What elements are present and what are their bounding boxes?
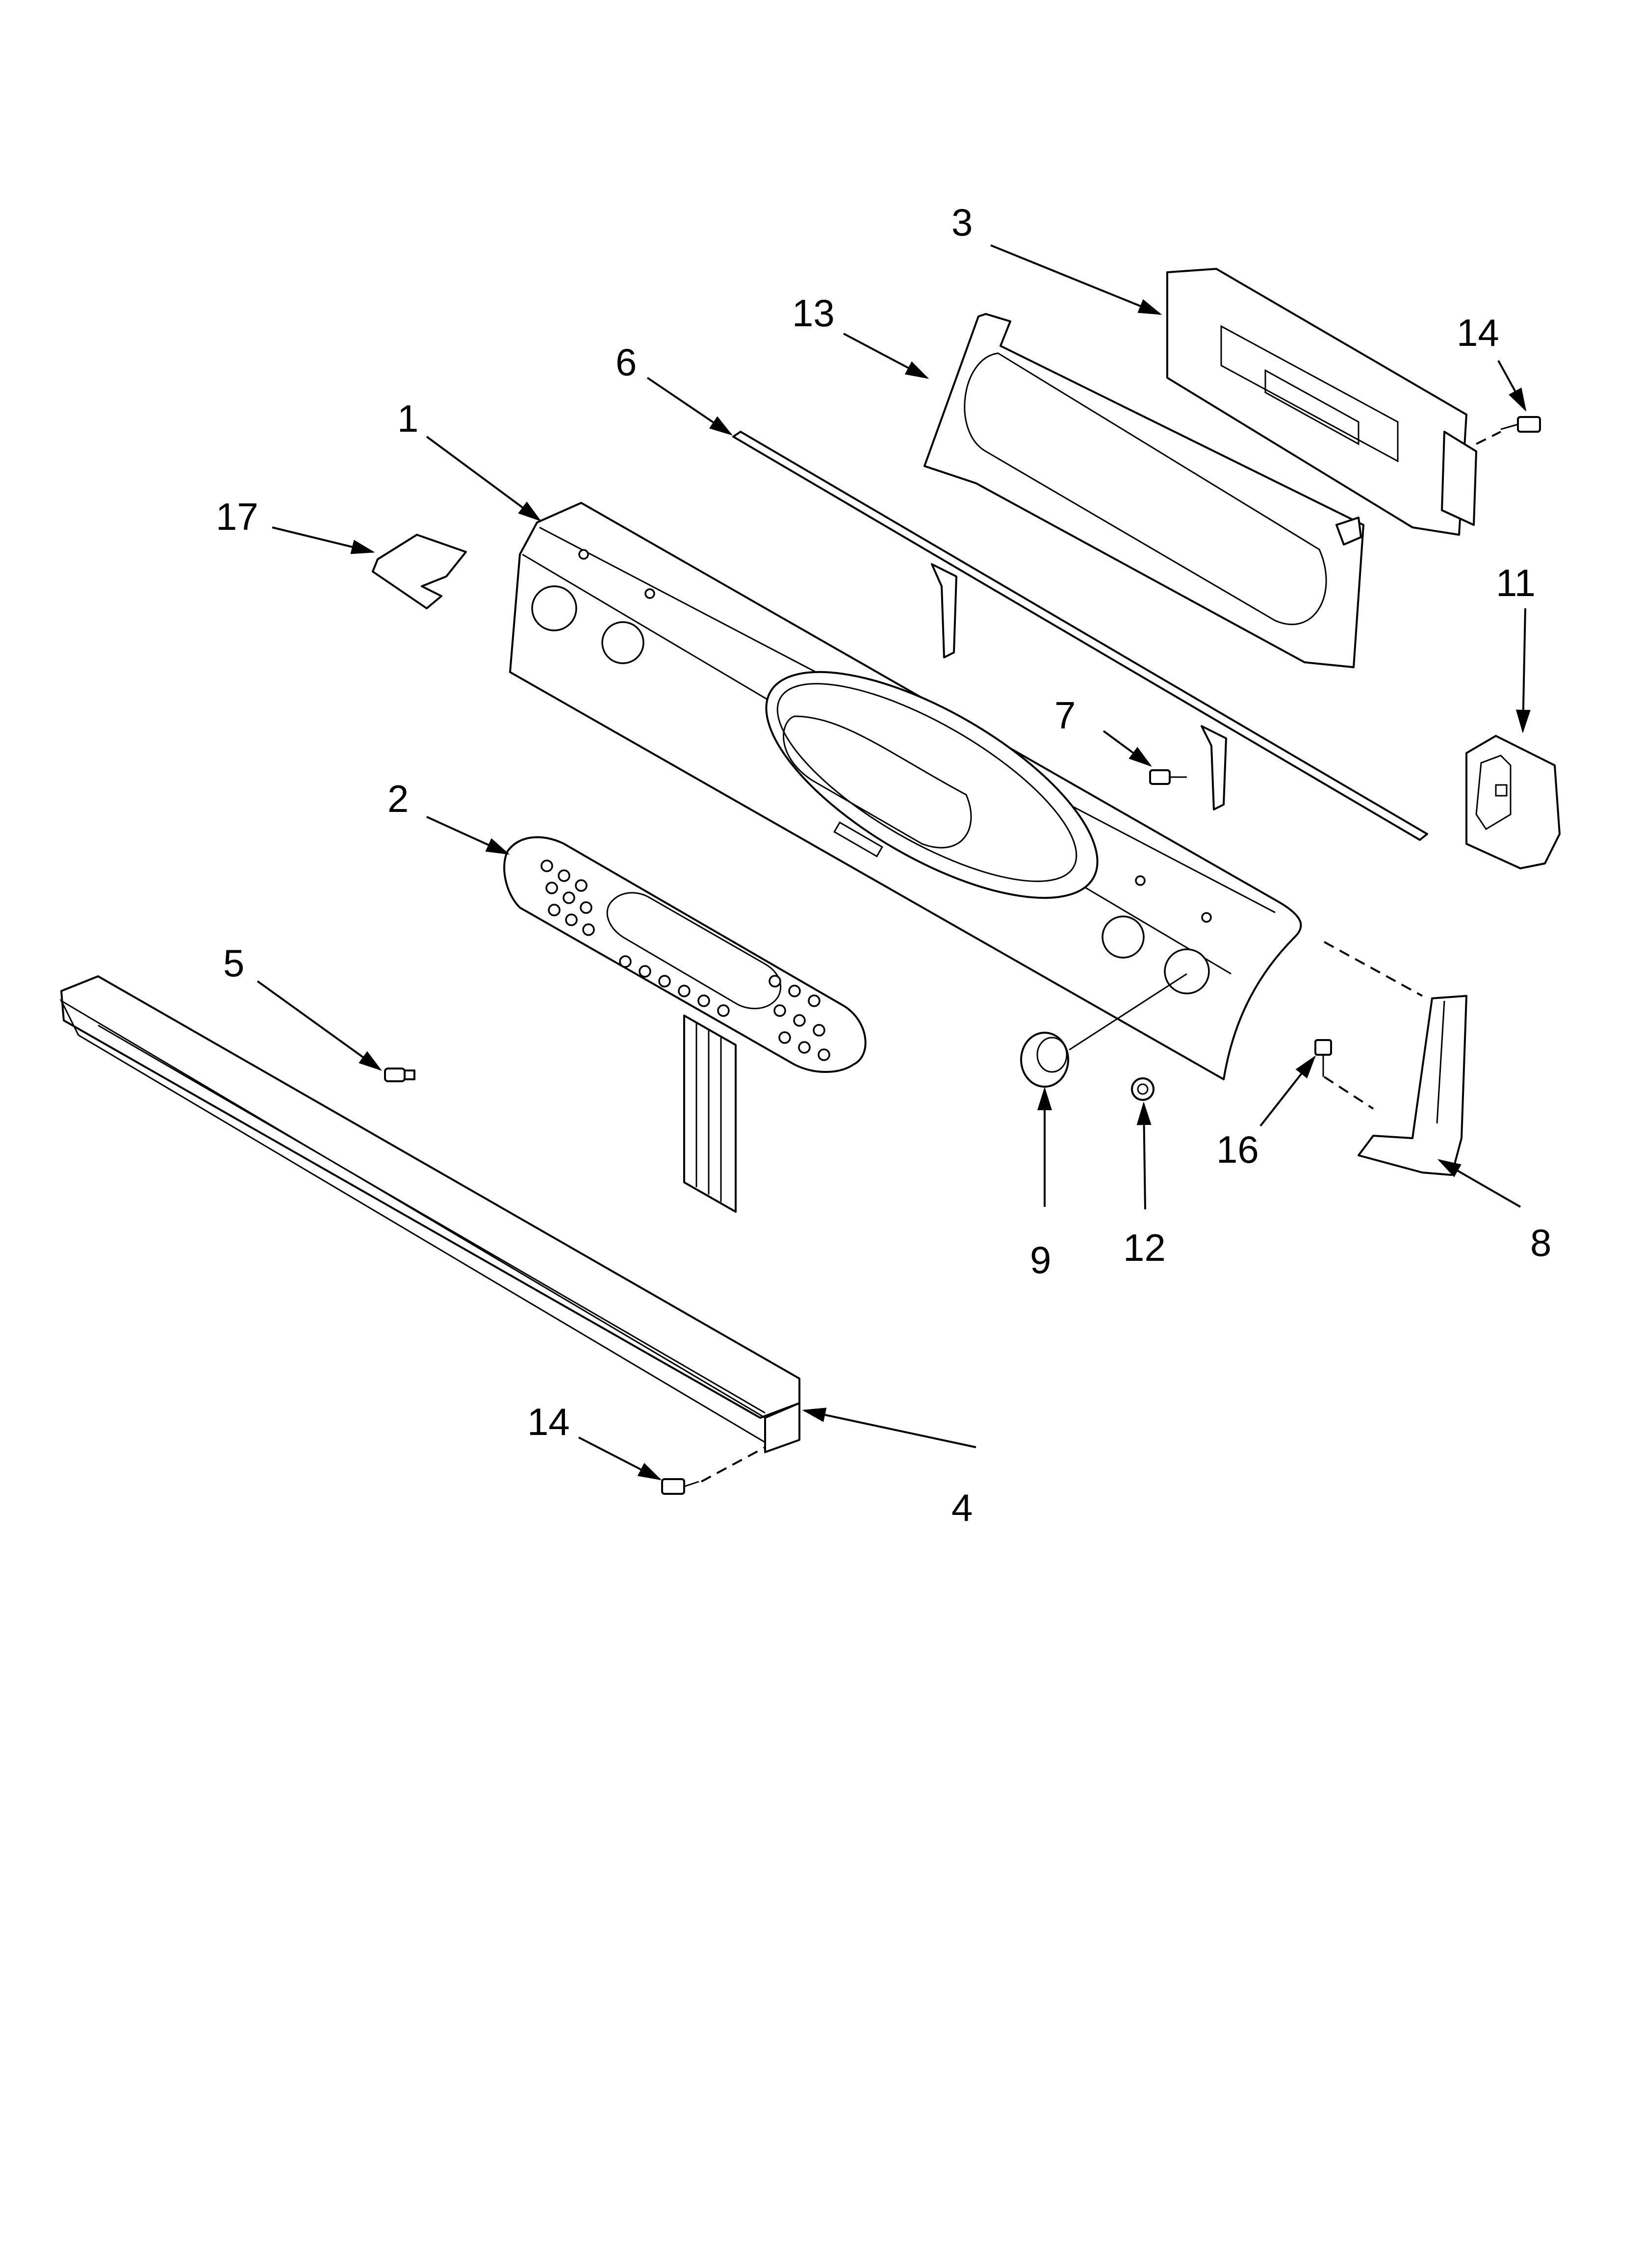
part-13-lens-frame — [924, 313, 1364, 668]
callout-16: 16 — [1216, 1128, 1259, 1171]
panel-knob-holes — [531, 585, 1210, 994]
part-14-screw-lower — [661, 1478, 699, 1495]
callout-8: 8 — [1530, 1221, 1551, 1264]
part-6-bracket-rod — [732, 431, 1428, 841]
callout-labels: 1 2 3 4 5 6 7 8 9 11 12 13 14 14 16 17 — [216, 201, 1551, 1529]
part-11-electronic-module — [1465, 735, 1561, 869]
callout-13: 13 — [792, 291, 835, 335]
part-12-fastener — [1131, 1077, 1155, 1101]
part-17-clip — [372, 534, 467, 609]
part-3-control-housing — [1166, 268, 1477, 536]
callout-9: 9 — [1030, 1238, 1051, 1281]
part-1-control-panel — [509, 502, 1302, 1080]
part-4-trim-strip — [59, 975, 800, 1453]
callout-3: 3 — [951, 201, 973, 244]
callout-7: 7 — [1054, 694, 1076, 737]
callout-5: 5 — [223, 941, 244, 985]
callout-4: 4 — [951, 1486, 973, 1529]
part-2-membrane-keypad — [503, 836, 867, 1213]
callout-2: 2 — [387, 777, 409, 820]
part-7-screw — [1149, 769, 1187, 785]
part-8-end-cap — [1358, 995, 1467, 1176]
part-5-fastener — [384, 1068, 415, 1082]
callout-14-upper: 14 — [1457, 311, 1499, 354]
keypad-button-holes — [540, 860, 830, 1061]
part-14-screw-upper — [1500, 416, 1541, 433]
callout-6: 6 — [616, 340, 637, 384]
callout-12: 12 — [1123, 1226, 1166, 1269]
assembly-lines — [701, 431, 1501, 1483]
part-9-knob — [1020, 1032, 1069, 1088]
callout-14-lower: 14 — [527, 1400, 570, 1443]
callout-17: 17 — [216, 495, 258, 538]
leader-lines — [257, 244, 1531, 1481]
callout-11: 11 — [1496, 561, 1536, 604]
callout-1: 1 — [397, 397, 418, 440]
part-16-screw — [1314, 1039, 1332, 1077]
